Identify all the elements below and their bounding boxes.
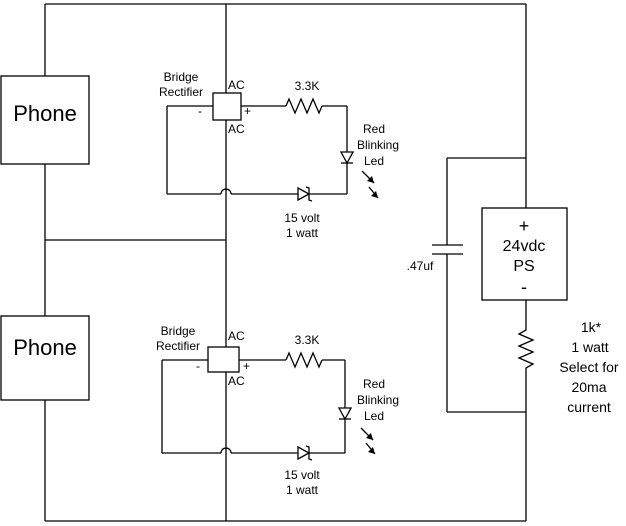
led-top-label-2: Blinking [357,138,399,152]
phone-bottom-label: Phone [13,335,77,360]
bridge-bottom-plus: + [243,359,250,373]
led-bottom-label-1: Red [363,377,385,391]
bridge-top-ac-top: AC [228,78,245,92]
bridge-top-label-1: Bridge [164,70,199,84]
zener-bottom-label-2: 1 watt [286,483,319,497]
series-resistor-label-4: 20ma [571,379,606,395]
resistor-top-label: 3.3K [295,79,320,93]
led-bottom-label-3: Led [364,409,384,423]
resistor-top [285,97,323,115]
zener-top [297,186,311,202]
zener-bottom-label-1: 15 volt [284,468,320,482]
zener-bottom [297,445,311,461]
bridge-rectifier-top [212,92,242,121]
bridge-top-minus: - [198,104,202,118]
bridge-top-label-2: Rectifier [159,85,203,99]
bridge-bottom-label-1: Bridge [161,324,196,338]
led-top-arrows [361,170,379,199]
series-resistor [517,320,535,382]
capacitor-label: .47uf [407,259,434,273]
power-supply-minus: - [521,277,527,297]
phone-top: Phone [0,75,90,165]
series-resistor-label-2: 1 watt [571,339,608,355]
bridge-bottom-ac-bottom: AC [228,374,245,388]
series-resistor-label-5: current [567,399,611,415]
bridge-top-ac-bottom: AC [228,122,245,136]
resistor-bottom [285,351,323,369]
bridge-bottom-label-2: Rectifier [156,339,200,353]
power-supply-section: .47uf + 24vdc PS - 1k* 1 watt Select for… [407,157,619,415]
phone-bottom: Phone [0,315,90,401]
led-top-label-3: Led [364,154,384,168]
led-circuit-bottom: Bridge Rectifier AC AC - + 3.3K Red Blin… [156,324,399,497]
led-bottom-label-2: Blinking [357,393,399,407]
bridge-bottom-ac-top: AC [228,329,245,343]
phone-top-label: Phone [13,101,77,126]
led-bottom-arrows [360,427,376,455]
bridge-bottom-minus: - [196,359,200,373]
main-wiring [44,3,527,522]
resistor-bottom-label: 3.3K [295,333,320,347]
series-resistor-label-1: 1k* [581,319,602,335]
bridge-top-plus: + [244,104,251,118]
series-resistor-label-3: Select for [559,359,618,375]
led-bottom [337,407,353,421]
bridge-rectifier-bottom [207,346,240,373]
led-top [339,151,355,165]
power-supply-label-1: 24vdc [503,238,546,255]
zener-top-label-2: 1 watt [286,226,319,240]
led-top-label-1: Red [363,122,385,136]
power-supply-label-2: PS [513,258,534,275]
power-supply-plus: + [519,216,530,236]
led-circuit-top: Bridge Rectifier AC AC - + 3.3K Red Blin… [159,70,399,240]
zener-top-label-1: 15 volt [284,211,320,225]
power-supply-box [481,207,568,301]
